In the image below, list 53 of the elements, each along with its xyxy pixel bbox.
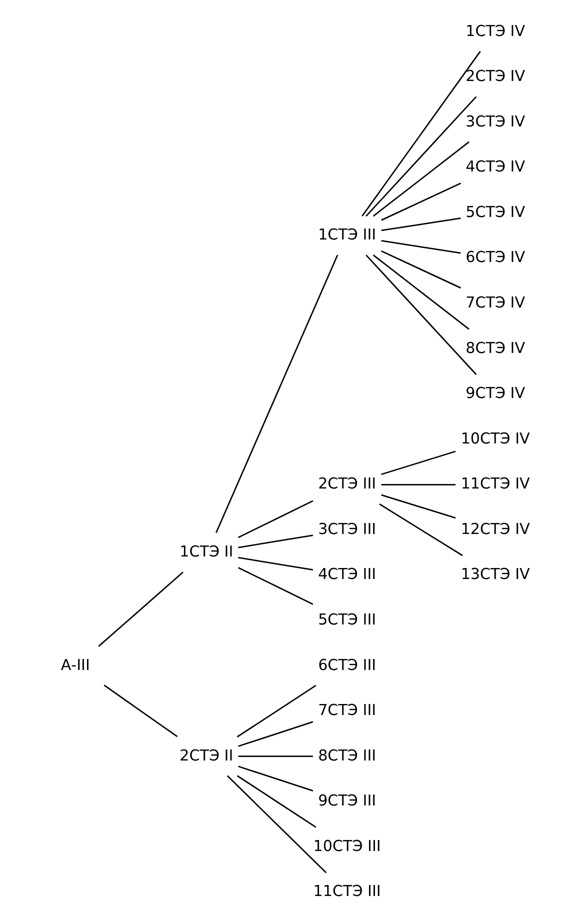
- connector: [216, 254, 338, 534]
- connector: [366, 96, 477, 217]
- connector: [372, 254, 470, 330]
- connector: [381, 484, 456, 486]
- node-text: 1СТЭ IV: [466, 22, 526, 40]
- connector: [381, 182, 462, 221]
- node-text: 7СТЭ IV: [466, 294, 526, 312]
- node-text: 1СТЭ III: [318, 226, 376, 244]
- node-text: 8СТЭ III: [318, 746, 376, 764]
- node-text: 1СТЭ II: [180, 542, 234, 561]
- node-text: 11СТЭ III: [313, 882, 381, 900]
- node-text: 6СТЭ III: [318, 656, 376, 674]
- connector: [238, 756, 313, 758]
- node-text: 3СТЭ III: [318, 520, 376, 538]
- node-text: 4СТЭ III: [318, 565, 376, 584]
- node-text: 10СТЭ III: [313, 836, 381, 855]
- connector: [372, 141, 470, 217]
- connector: [238, 766, 314, 792]
- connector: [381, 450, 456, 476]
- connector: [238, 500, 314, 538]
- node-text: 8СТЭ IV: [466, 338, 526, 357]
- node-text: 9СТЭ IV: [466, 384, 526, 402]
- connector: [381, 250, 462, 289]
- connector: [104, 684, 178, 738]
- node-text: 10СТЭ IV: [460, 429, 530, 448]
- node-text: 6СТЭ IV: [466, 248, 526, 266]
- node-text: 4СТЭ IV: [466, 158, 526, 176]
- node-text: 11СТЭ IV: [460, 474, 530, 493]
- connector: [381, 240, 461, 254]
- node-text: 3СТЭ IV: [466, 112, 526, 130]
- node-text: А-III: [60, 656, 90, 674]
- node-text: 2СТЭ III: [318, 474, 376, 493]
- node-text: 12СТЭ IV: [460, 520, 530, 538]
- connector: [98, 572, 184, 647]
- connector: [366, 254, 477, 375]
- node-text: 2СТЭ IV: [466, 67, 526, 86]
- connector: [226, 775, 327, 874]
- node-text: 13СТЭ IV: [460, 565, 530, 584]
- connector: [238, 567, 314, 605]
- connector: [238, 556, 314, 570]
- connector: [238, 721, 314, 747]
- connector: [236, 775, 316, 828]
- node-text: 9СТЭ III: [318, 792, 376, 810]
- connector: [381, 494, 456, 519]
- connector: [379, 503, 463, 556]
- node-text: 5СТЭ III: [318, 610, 376, 628]
- connector: [381, 217, 461, 232]
- connector: [236, 684, 316, 738]
- connector: [362, 50, 481, 216]
- node-text: 7СТЭ III: [318, 701, 376, 720]
- node-text: 2СТЭ II: [180, 746, 234, 764]
- connector: [238, 534, 314, 548]
- node-text: 5СТЭ IV: [466, 202, 526, 221]
